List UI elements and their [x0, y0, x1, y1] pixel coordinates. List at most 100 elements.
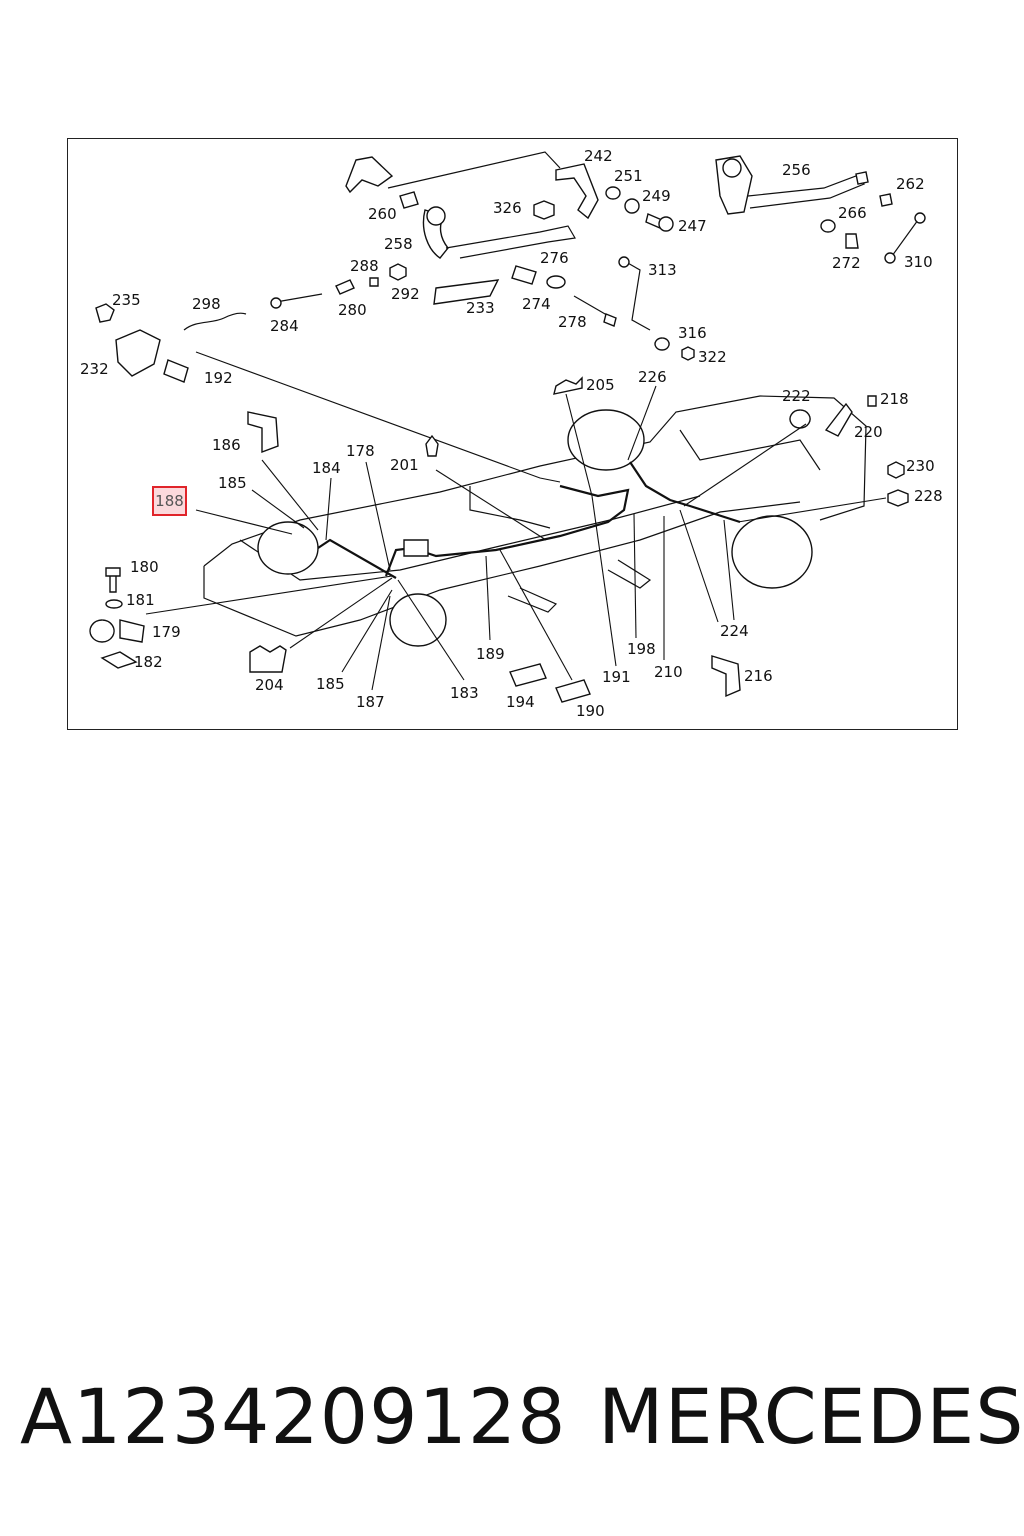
part-284-bolt — [275, 293, 323, 303]
callout-313: 313 — [648, 261, 677, 279]
part-313-lever — [625, 261, 651, 331]
brake-cables — [317, 461, 741, 579]
part-180-bolt — [105, 567, 121, 593]
part-194-sleeve — [509, 663, 547, 687]
part-310-rod — [891, 219, 919, 257]
footer: A1234209128 MERCEDES — [20, 1372, 1023, 1472]
callout-288: 288 — [350, 257, 379, 275]
callout-258: 258 — [384, 235, 413, 253]
part-222-nut — [789, 409, 811, 429]
callout-326: 326 — [493, 199, 522, 217]
part-number: A1234209128 — [20, 1372, 567, 1461]
callout-189: 189 — [476, 645, 505, 663]
part-266-washer — [820, 219, 836, 233]
callout-205: 205 — [586, 376, 615, 394]
part-322-nut — [681, 346, 695, 361]
callout-192: 192 — [204, 369, 233, 387]
part-288-pin — [369, 277, 379, 287]
callout-216: 216 — [744, 667, 773, 685]
callout-187: 187 — [356, 693, 385, 711]
brand-name: MERCEDES — [598, 1372, 1024, 1461]
part-280-pin — [335, 279, 355, 295]
parking-brake-exploded-diagram: 242 251 249 247 256 262 266 272 310 260 … — [80, 147, 943, 720]
part-235-bolt — [95, 303, 115, 323]
part-251-washer — [605, 186, 621, 200]
callout-220: 220 — [854, 423, 883, 441]
part-216-bracket — [711, 655, 741, 698]
callout-280: 280 — [338, 301, 367, 319]
part-262-pin — [879, 193, 893, 207]
part-292-nut — [389, 263, 407, 281]
callout-322: 322 — [698, 348, 727, 366]
callout-242: 242 — [584, 147, 613, 165]
callout-218: 218 — [880, 390, 909, 408]
callout-247: 247 — [678, 217, 707, 235]
part-232-bracket — [115, 329, 161, 377]
callout-262: 262 — [896, 175, 925, 193]
part-190-sleeve — [555, 679, 591, 703]
callout-256: 256 — [782, 161, 811, 179]
callout-181: 181 — [126, 591, 155, 609]
part-326-nut — [533, 200, 555, 220]
parts-upper — [95, 151, 926, 383]
callout-190: 190 — [576, 702, 605, 720]
callout-201: 201 — [390, 456, 419, 474]
callout-266: 266 — [838, 204, 867, 222]
callout-284: 284 — [270, 317, 299, 335]
part-260-bracket — [345, 156, 394, 194]
callout-310: 310 — [904, 253, 933, 271]
part-218-pin — [867, 395, 877, 407]
part-316-clip — [654, 337, 670, 351]
part-179-clamp — [89, 619, 145, 643]
callout-186: 186 — [212, 436, 241, 454]
callout-233: 233 — [466, 299, 495, 317]
callout-228: 228 — [914, 487, 943, 505]
callout-224: 224 — [720, 622, 749, 640]
callout-226: 226 — [638, 368, 667, 386]
vehicle-frame — [203, 395, 867, 647]
part-201-clip — [425, 434, 439, 457]
part-178-fitting — [403, 539, 429, 557]
callout-178: 178 — [346, 442, 375, 460]
callout-183: 183 — [450, 684, 479, 702]
part-186-bracket — [247, 411, 279, 454]
part-205-clip — [553, 376, 583, 395]
callout-316: 316 — [678, 324, 707, 342]
part-298-spring — [183, 312, 247, 331]
part-192-adjuster — [163, 359, 189, 383]
part-260-sleeve — [399, 191, 419, 209]
callout-labels: 242 251 249 247 256 262 266 272 310 260 … — [80, 147, 943, 720]
part-272-clip — [845, 233, 859, 249]
callout-278: 278 — [558, 313, 587, 331]
callout-276: 276 — [540, 249, 569, 267]
part-220-bracket — [824, 402, 853, 437]
callout-180: 180 — [130, 558, 159, 576]
highlighted-part-188[interactable]: 188 — [152, 486, 187, 516]
part-182-clip — [100, 651, 138, 669]
callout-251: 251 — [614, 167, 643, 185]
part-274-bushing — [511, 265, 537, 285]
callout-260: 260 — [368, 205, 397, 223]
callout-184: 184 — [312, 459, 341, 477]
part-249-ring — [624, 198, 640, 214]
callout-182: 182 — [134, 653, 163, 671]
part-242-bracket — [555, 163, 599, 220]
callout-198: 198 — [627, 640, 656, 658]
callout-232: 232 — [80, 360, 109, 378]
parts-lower — [89, 376, 909, 703]
part-228-nut — [887, 489, 909, 507]
callout-179: 179 — [152, 623, 181, 641]
callout-194: 194 — [506, 693, 535, 711]
callout-204: 204 — [255, 676, 284, 694]
callout-191: 191 — [602, 668, 631, 686]
callout-235: 235 — [112, 291, 141, 309]
part-233-plate — [433, 279, 500, 305]
part-204-grommet — [249, 645, 287, 673]
callout-230: 230 — [906, 457, 935, 475]
callout-249: 249 — [642, 187, 671, 205]
callout-185-lower: 185 — [316, 675, 345, 693]
callout-222: 222 — [782, 387, 811, 405]
callout-298: 298 — [192, 295, 221, 313]
part-276-washer — [546, 275, 566, 289]
callout-272: 272 — [832, 254, 861, 272]
